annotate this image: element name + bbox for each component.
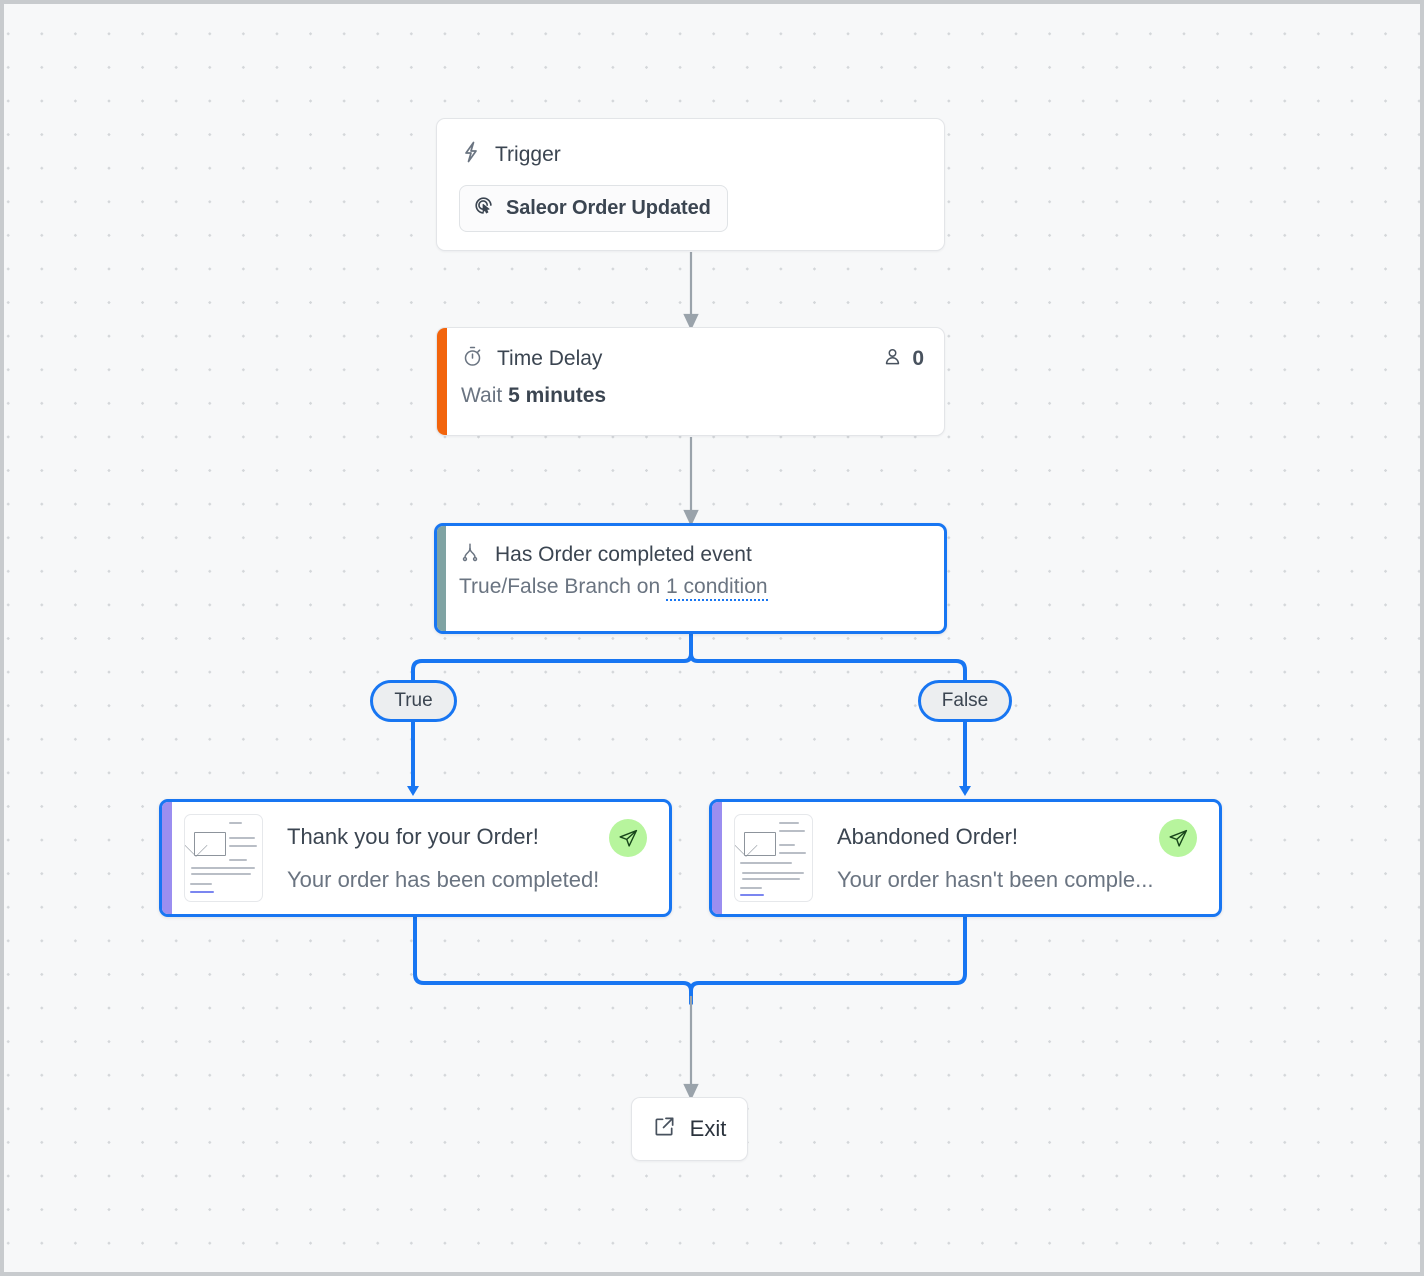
saleor-cursor-icon xyxy=(473,195,495,222)
trigger-chip-label: Saleor Order Updated xyxy=(506,197,711,219)
node-accent-bar xyxy=(162,802,172,914)
branch-label-true[interactable]: True xyxy=(370,680,457,722)
email-title: Abandoned Order! xyxy=(837,823,1019,849)
condition-link[interactable]: 1 condition xyxy=(666,575,768,601)
branch-node[interactable]: Has Order completed event True/False Bra… xyxy=(434,523,947,634)
wait-prefix: Wait xyxy=(461,384,503,407)
external-link-icon xyxy=(653,1115,676,1143)
email-preview-thumbnail xyxy=(734,814,813,902)
paper-plane-icon xyxy=(609,819,647,857)
node-accent-bar xyxy=(712,802,722,914)
paper-plane-icon xyxy=(1159,819,1197,857)
email-node-false[interactable]: Abandoned Order! Your order hasn't been … xyxy=(709,799,1222,917)
entered-count-value: 0 xyxy=(912,347,924,370)
email-subtitle: Your order has been completed! xyxy=(287,866,600,892)
branch-split-icon xyxy=(459,541,481,568)
branch-subtitle-prefix: True/False Branch on xyxy=(459,575,661,598)
email-subtitle: Your order hasn't been comple... xyxy=(837,866,1154,892)
email-node-true[interactable]: Thank you for your Order! Your order has… xyxy=(159,799,672,917)
email-preview-thumbnail xyxy=(184,814,263,902)
entered-count: 0 xyxy=(882,346,924,373)
branch-subtitle: True/False Branch on 1 condition xyxy=(437,568,944,601)
exit-node[interactable]: Exit xyxy=(631,1097,748,1161)
time-delay-title: Time Delay xyxy=(497,347,603,370)
person-icon xyxy=(882,346,903,373)
trigger-node[interactable]: Trigger Saleor Order Updated xyxy=(436,118,945,251)
node-accent-bar xyxy=(437,328,447,435)
trigger-source-chip[interactable]: Saleor Order Updated xyxy=(459,185,728,232)
lightning-bolt-icon xyxy=(459,140,483,169)
exit-label: Exit xyxy=(689,1116,727,1141)
stopwatch-icon xyxy=(461,345,484,373)
branch-title: Has Order completed event xyxy=(495,542,752,566)
branch-label-false[interactable]: False xyxy=(918,680,1012,722)
time-delay-node[interactable]: Time Delay 0 Wait 5 minutes xyxy=(436,327,945,436)
time-delay-subtitle: Wait 5 minutes xyxy=(437,373,944,408)
email-title: Thank you for your Order! xyxy=(287,823,539,849)
wait-value: 5 minutes xyxy=(508,384,607,407)
node-accent-bar xyxy=(437,526,446,631)
trigger-title: Trigger xyxy=(495,142,561,166)
